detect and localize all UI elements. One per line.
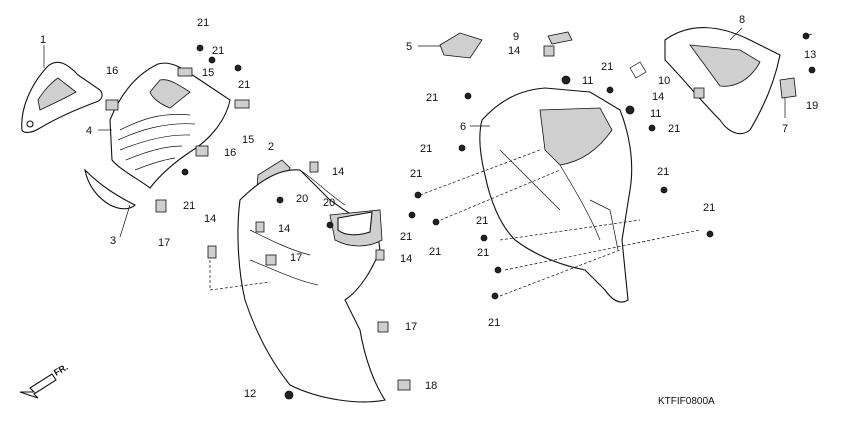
callout-10: 10 (658, 75, 670, 87)
callout-17c: 17 (405, 321, 417, 333)
part-7-rubber-block (779, 77, 797, 99)
part-6-inner-cover (479, 87, 633, 303)
callout-12: 12 (244, 388, 256, 400)
part-10-bracket (629, 61, 647, 79)
callout-21-11: 21 (476, 215, 488, 227)
callout-21-6: 21 (426, 92, 438, 104)
callout-21-15: 21 (657, 166, 669, 178)
callout-14f: 14 (400, 253, 412, 265)
callout-11b: 11 (650, 108, 661, 120)
callout-14d: 14 (278, 223, 290, 235)
part-4-front-cover (109, 62, 231, 189)
callout-21-9: 21 (400, 231, 412, 243)
callout-21-8: 21 (410, 168, 422, 180)
part-5-lid (439, 32, 483, 59)
callout-21-3: 21 (238, 79, 250, 91)
callout-15a: 15 (202, 67, 214, 79)
callout-21-16: 21 (703, 202, 715, 214)
callout-21-12: 21 (477, 247, 489, 259)
callout-21-1: 21 (197, 17, 209, 29)
callout-21-2: 21 (212, 45, 224, 57)
callout-16b: 16 (224, 147, 236, 159)
callout-4: 4 (86, 125, 92, 137)
callout-8: 8 (739, 14, 745, 26)
callout-14a: 14 (508, 45, 520, 57)
callout-21-4: 21 (183, 200, 195, 212)
callout-21-14: 21 (668, 123, 680, 135)
part-3-lower-lip (84, 168, 136, 210)
callout-9: 9 (513, 31, 519, 43)
callout-17b: 17 (290, 252, 302, 264)
leg-shield (237, 169, 386, 403)
callout-3: 3 (110, 235, 116, 247)
diagram-ref-code: KTFIF0800A (658, 396, 715, 407)
callout-labels: 1 2 3 4 5 6 7 8 9 10 11 11 12 13 14 14 1… (40, 14, 818, 400)
callout-21-13: 21 (488, 317, 500, 329)
direction-label: FR. (52, 362, 70, 378)
callout-15b: 15 (242, 134, 254, 146)
callout-5: 5 (406, 41, 412, 53)
callout-7: 7 (782, 123, 788, 135)
leader-lines (43, 27, 813, 297)
callout-16a: 16 (106, 65, 118, 77)
callout-19: 19 (806, 100, 818, 112)
callout-14e: 14 (204, 213, 216, 225)
front-direction-arrow: FR. (19, 362, 70, 399)
callout-6: 6 (460, 121, 466, 133)
callout-17a: 17 (158, 237, 170, 249)
callout-1: 1 (40, 34, 46, 46)
callout-20a: 20 (296, 193, 308, 205)
callout-20b: 20 (323, 197, 335, 209)
part-9-clip (547, 31, 573, 45)
callout-14c: 14 (332, 166, 344, 178)
part-1-headlight-cover (21, 61, 103, 133)
callout-13: 13 (804, 49, 816, 61)
callout-21-5: 21 (601, 61, 613, 73)
callout-18: 18 (425, 380, 437, 392)
callout-21-10: 21 (429, 246, 441, 258)
part-8-side-cover (664, 27, 781, 135)
callout-14b: 14 (652, 91, 664, 103)
fasteners (105, 32, 816, 400)
callout-21-7: 21 (420, 143, 432, 155)
callout-11a: 11 (582, 75, 593, 87)
callout-2: 2 (268, 141, 274, 153)
